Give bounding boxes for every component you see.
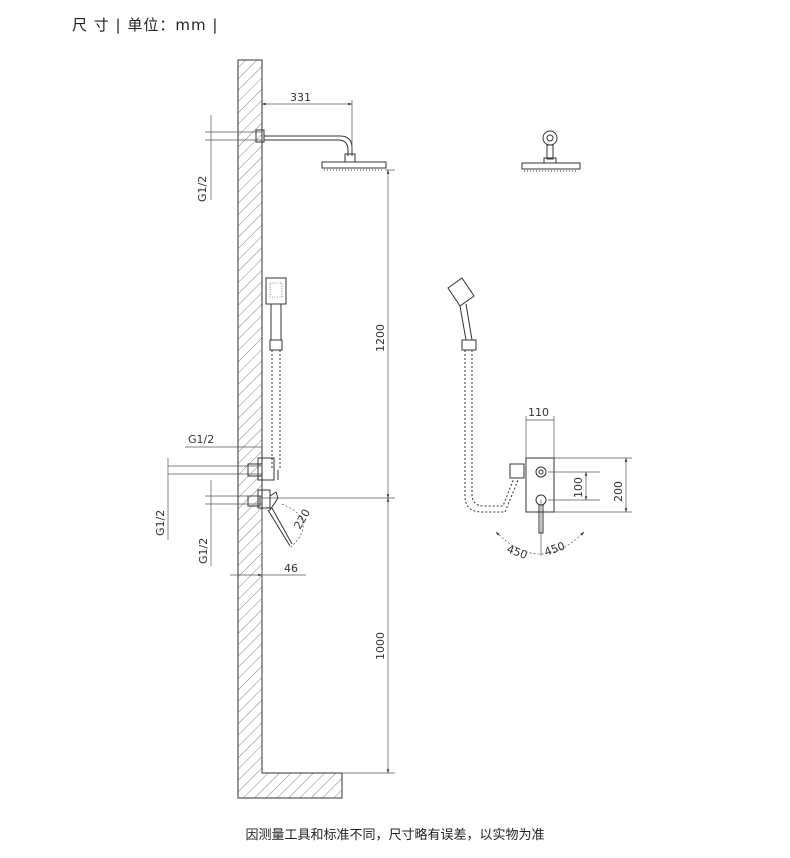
plate-width-dimension: 110 <box>525 406 555 458</box>
outlet-spacing-label: 100 <box>572 477 585 498</box>
hand-shower-front <box>447 277 525 513</box>
wall <box>237 59 343 799</box>
rotation-right-label: 450 <box>543 539 567 558</box>
overhead-shower-front <box>521 130 581 172</box>
overhead-shower-side <box>255 129 387 171</box>
dimension-title: 尺 寸 | 单位：mm | <box>72 16 219 34</box>
low-thread-dimension: G1/2 <box>197 480 262 566</box>
projection-dimension: 46 <box>230 510 306 580</box>
rotation-dimension: 450 450 <box>495 500 585 562</box>
left-thread-label: G1/2 <box>154 510 167 536</box>
measurement-disclaimer: 因测量工具和标准不同，尺寸略有误差，以实物为准 <box>245 828 545 843</box>
outlet-spacing-dimension: 100 <box>548 471 600 501</box>
valve-plate-front <box>525 457 555 534</box>
handle-angle-label: 220 <box>291 507 313 532</box>
low-thread-label: G1/2 <box>197 538 210 564</box>
arm-length-dimension: 331 <box>261 91 353 150</box>
valve-assembly-side <box>247 457 293 547</box>
head-height-dimension: 1200 <box>374 169 395 499</box>
projection-label: 46 <box>284 562 298 575</box>
mid-thread-dimension: G1/2 <box>168 433 262 475</box>
plate-height-label: 200 <box>612 481 625 502</box>
arm-length-label: 331 <box>290 91 311 104</box>
rotation-left-label: 450 <box>505 543 529 562</box>
plate-height-dimension: 200 <box>554 457 632 513</box>
valve-height-dimension: 1000 <box>342 497 395 774</box>
left-thread-dimension: G1/2 <box>154 458 169 540</box>
head-height-label: 1200 <box>374 324 387 352</box>
valve-height-label: 1000 <box>374 632 387 660</box>
mid-thread-label: G1/2 <box>188 433 214 446</box>
top-thread-label: G1/2 <box>196 176 209 202</box>
plate-width-label: 110 <box>528 406 549 419</box>
hand-shower-side <box>265 277 287 480</box>
top-thread-dimension: G1/2 <box>196 115 262 202</box>
